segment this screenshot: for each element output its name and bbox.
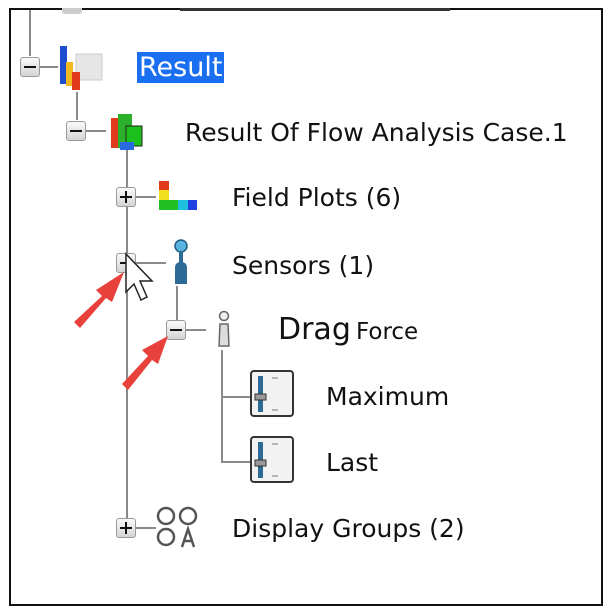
tree-connector: [186, 329, 206, 331]
expander-cutoff[interactable]: [62, 8, 82, 14]
tree-item-field-plots[interactable]: Field Plots (6): [232, 183, 402, 212]
flow-result-icon: [111, 114, 143, 150]
tree-item-maximum[interactable]: Maximum: [326, 382, 450, 411]
display-groups-icon: [156, 506, 198, 548]
tree-connector: [76, 92, 78, 120]
tree-connector: [176, 286, 178, 320]
gauge-icon: [250, 436, 294, 483]
result-icon: [60, 46, 103, 90]
red-arrow-icon: [74, 272, 124, 328]
sensor-icon: [174, 239, 188, 284]
tree-item-result[interactable]: Result: [137, 52, 225, 83]
tree-connector: [126, 150, 128, 530]
tree-item-sensors[interactable]: Sensors (1): [232, 251, 375, 280]
tree-connector: [86, 130, 106, 132]
cutoff-item-underline: [180, 8, 450, 11]
drag-force-label-sub: Force: [355, 319, 419, 345]
tree-item-last[interactable]: Last: [326, 448, 379, 477]
gauge-icon: [250, 370, 294, 417]
tree-connector: [221, 350, 223, 462]
tree-connector: [29, 10, 31, 56]
tree-connector: [136, 262, 166, 264]
field-plots-icon: [159, 181, 197, 210]
tree-item-drag-force[interactable]: Drag Force: [278, 312, 418, 347]
tree-item-result-case[interactable]: Result Of Flow Analysis Case.1: [185, 118, 568, 147]
tree-connector: [221, 461, 251, 463]
tree-item-display-groups[interactable]: Display Groups (2): [232, 514, 465, 543]
sensor-item-icon: [218, 310, 230, 347]
tree-connector: [136, 527, 156, 529]
collapse-result-button[interactable]: [20, 57, 40, 77]
tree-connector: [221, 396, 251, 398]
expand-field-plots-button[interactable]: [116, 187, 136, 207]
expand-display-groups-button[interactable]: [116, 518, 136, 538]
tree-connector: [136, 196, 156, 198]
mouse-cursor-icon: [125, 252, 154, 302]
collapse-result-case-button[interactable]: [66, 121, 86, 141]
tree-connector: [40, 66, 58, 68]
red-arrow-icon: [122, 336, 168, 390]
drag-force-label-main: Drag: [278, 312, 351, 347]
collapse-drag-force-button[interactable]: [166, 320, 186, 340]
